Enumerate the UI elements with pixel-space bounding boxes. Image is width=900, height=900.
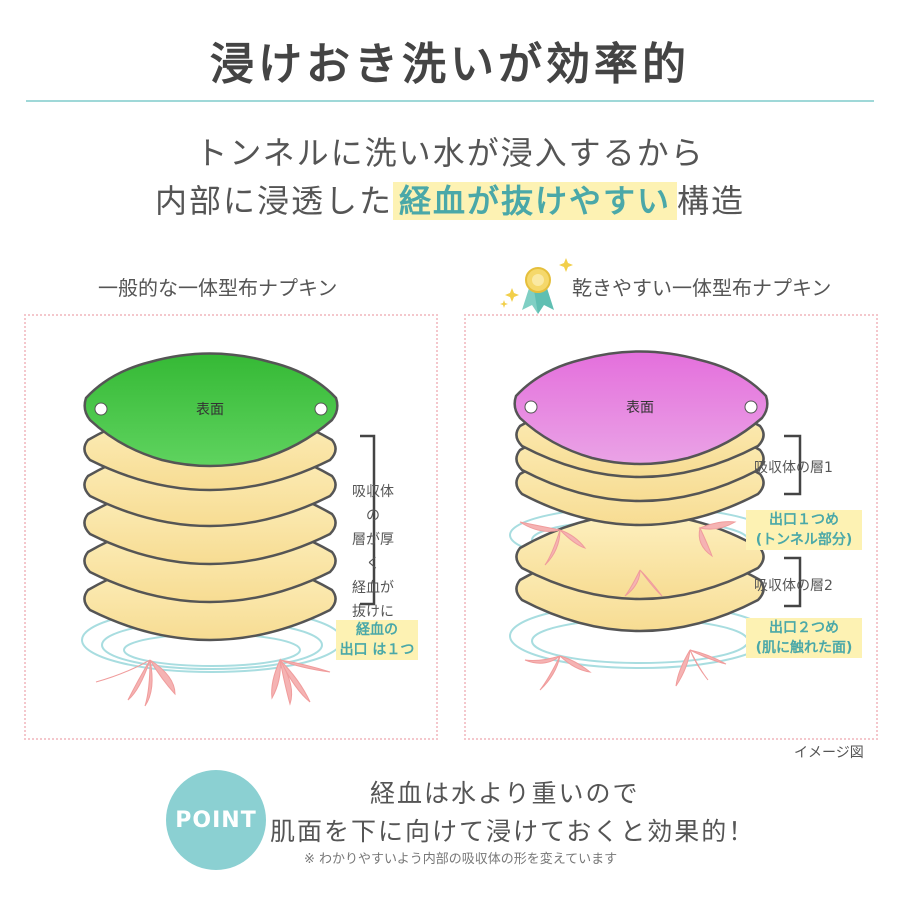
right-surface-layer xyxy=(513,350,769,466)
right-exit2-line: 出口２つめ xyxy=(769,620,839,636)
right-bracket-1 xyxy=(784,434,802,496)
point-line-2: 肌面を下に向けて浸けておくと効果的！ xyxy=(270,817,756,846)
left-callout-line: 層が厚く xyxy=(352,532,394,572)
left-surface-label: 表面 xyxy=(196,402,224,418)
subtitle-line-2-end: 構造 xyxy=(677,182,746,220)
point-line-1: 経血は水より重いので xyxy=(370,779,640,808)
left-panel-title: 一般的な一体型布ナプキン xyxy=(98,276,338,300)
left-exit-line: 経血の xyxy=(356,622,398,638)
left-exit-line: 出口 は１つ xyxy=(339,642,415,658)
left-blood-splash xyxy=(95,658,331,707)
right-exit1-line: (トンネル部分) xyxy=(755,532,853,548)
left-callout-line: 経血が xyxy=(352,580,394,596)
left-bracket xyxy=(360,434,376,606)
image-note: イメージ図 xyxy=(794,745,864,761)
right-surface-label: 表面 xyxy=(626,400,654,416)
left-exit-label: 経血の 出口 は１つ xyxy=(336,620,418,660)
subtitle-line-2-start: 内部に浸透した xyxy=(154,182,393,220)
right-layer2-label: 吸収体の層2 xyxy=(754,578,833,594)
right-exit2-label: 出口２つめ (肌に触れた面) xyxy=(746,618,862,658)
page-title: 浸けおき洗いが効率的 xyxy=(210,39,690,90)
left-callout-line: 吸収体の xyxy=(352,484,394,524)
subtitle-highlight: 経血が抜けやすい xyxy=(392,182,677,220)
right-exit2-line: (肌に触れた面) xyxy=(755,640,853,656)
right-panel-title: 乾きやすい一体型布ナプキン xyxy=(572,276,832,300)
right-exit1-line: 出口１つめ xyxy=(769,512,839,528)
right-panel xyxy=(464,314,878,740)
right-blood-splash xyxy=(519,521,737,691)
award-medal-icon xyxy=(500,258,573,314)
subtitle-line-2: 内部に浸透した経血が抜けやすい構造 xyxy=(0,176,900,222)
subtitle-line-1: トンネルに洗い水が浸入するから xyxy=(195,134,705,172)
point-badge: POINT xyxy=(166,770,266,870)
point-footnote: ※ わかりやすいよう内部の吸収体の形を変えています xyxy=(304,852,618,867)
left-absorbent-layers xyxy=(83,403,337,642)
right-layer1-label: 吸収体の層1 xyxy=(754,460,833,476)
right-exit1-label: 出口１つめ (トンネル部分) xyxy=(746,510,862,550)
right-bracket-2 xyxy=(784,556,802,608)
left-panel xyxy=(24,314,438,740)
left-surface-layer xyxy=(83,352,339,468)
title-divider xyxy=(26,100,874,102)
